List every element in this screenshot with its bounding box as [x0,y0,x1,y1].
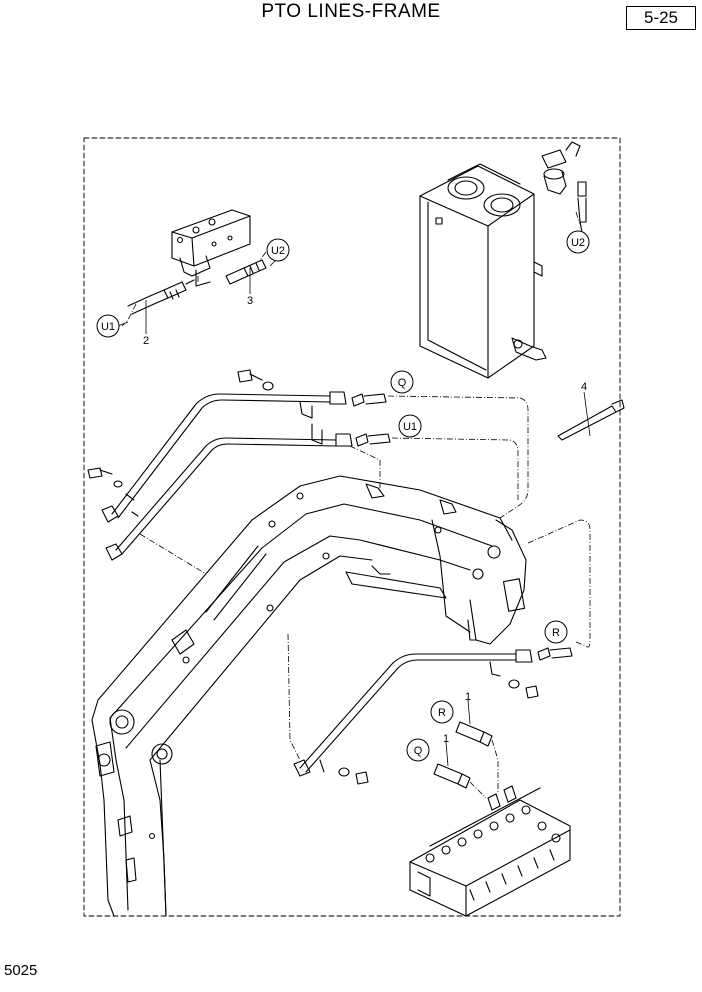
callout-q-lower-circle [406,738,430,762]
fitting-1-upper [455,721,493,747]
part-number-2: 2 [143,335,149,347]
part-number-3: 3 [247,295,253,307]
adapter-r [537,647,573,661]
callout-u2-upper: U2 [271,245,285,257]
fitting-2 [127,279,195,315]
callout-q-upper: Q [398,377,407,389]
callout-r-right-circle [544,620,568,644]
callout-r-lower-circle [430,700,454,724]
callout-q-upper-circle [390,370,414,394]
callout-u1-upper: U1 [101,321,115,333]
manifold-block [171,209,251,287]
lower-bolts [338,679,539,785]
tank-filter-fitting [541,141,587,233]
callout-u1-upper-circle [96,314,120,338]
page-number-box: 5-25 [626,6,696,30]
boom [97,475,527,761]
callout-q-lower: Q [414,745,423,757]
callout-u2-tank-circle [566,230,590,254]
diagram-frame [83,137,621,917]
drawing-code: 5025 [4,962,38,979]
arm [91,699,173,917]
lower-pto-pipes [293,649,533,777]
page-title: PTO LINES-FRAME [261,1,441,22]
control-valve [409,785,571,917]
fitting-1-lower [433,763,471,789]
part-number-1-upper: 1 [465,691,471,703]
callout-u2-upper-circle [266,238,290,262]
part-number-1-lower: 1 [443,733,449,745]
cable-tie-4 [557,399,625,441]
hydraulic-tank [419,163,547,379]
callout-u2-tank: U2 [571,237,585,249]
adapter-q [351,393,387,407]
callout-r-right: R [552,627,560,639]
callout-u1-mid: U1 [403,421,417,433]
upper-pto-pipes [101,391,353,561]
callout-u1-mid-circle [398,414,422,438]
adapter-u1 [355,433,391,447]
upper-bolts [87,369,274,517]
fitting-3 [225,259,267,285]
callout-r-lower: R [438,707,446,719]
part-number-4: 4 [581,381,587,393]
